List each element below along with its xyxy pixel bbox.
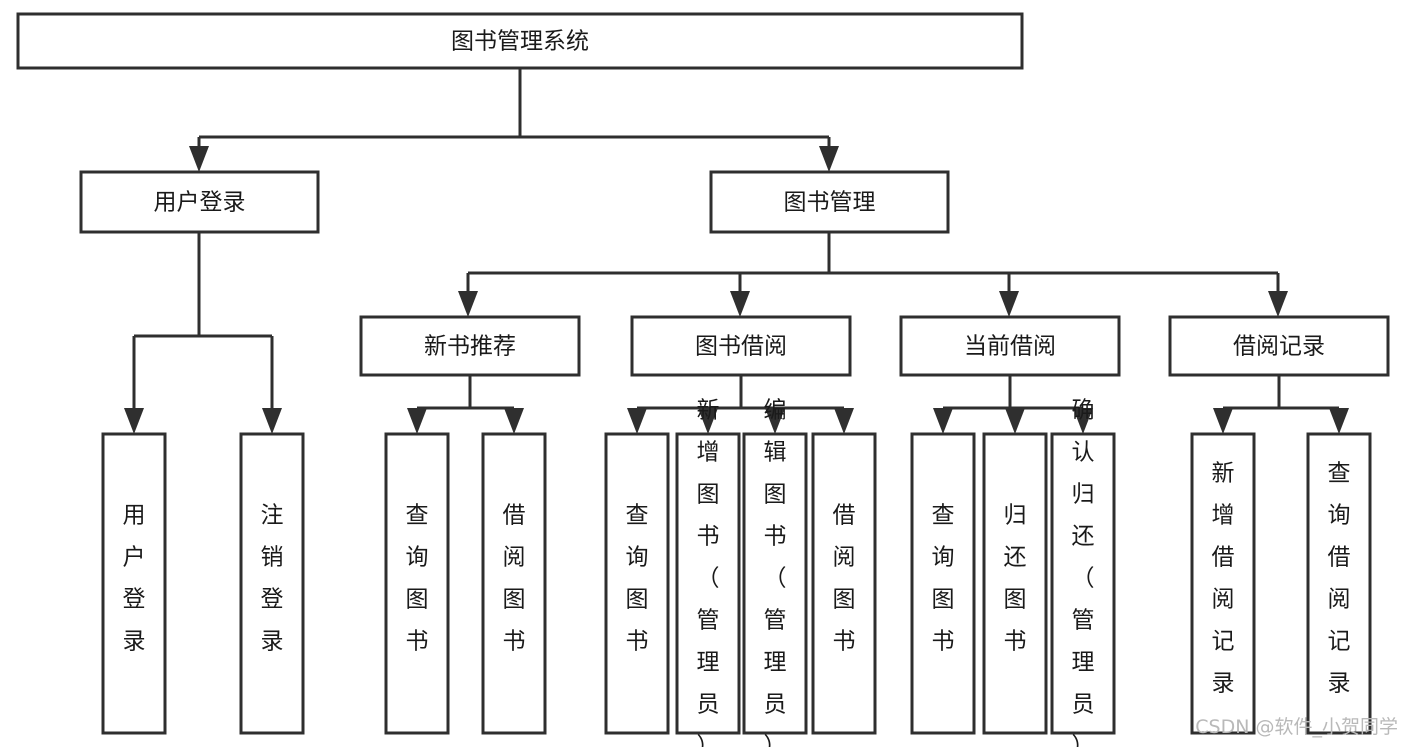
node-label: 新书推荐	[424, 334, 516, 360]
connector-layer	[124, 68, 1349, 434]
node-label: 用户登录	[154, 190, 246, 216]
node-box[interactable]	[239, 432, 305, 735]
arrow-head-icon	[124, 408, 144, 434]
node-user-login[interactable]: 用户登录	[79, 170, 320, 234]
arrow-head-icon	[765, 408, 785, 434]
node-box[interactable]	[630, 315, 852, 377]
node-new-book-recommend[interactable]: 新书推荐	[359, 315, 581, 377]
node-box[interactable]	[604, 432, 670, 735]
node-current-borrow[interactable]: 当前借阅	[899, 315, 1121, 377]
arrow-head-icon	[627, 408, 647, 434]
node-box[interactable]	[1050, 432, 1116, 735]
node-leaf-user-login[interactable]: 用户登录	[101, 432, 167, 735]
arrow-head-icon	[1073, 408, 1093, 434]
watermark-label: CSDN @软件_小贺同学	[1195, 716, 1398, 738]
arrow-head-icon	[504, 408, 524, 434]
node-box[interactable]	[384, 432, 450, 735]
node-box[interactable]	[910, 432, 976, 735]
node-leaf-edit-book[interactable]: 编辑图书（管理员）	[742, 398, 808, 747]
node-box[interactable]	[16, 12, 1024, 70]
node-leaf-confirm-return[interactable]: 确认归还（管理员）	[1050, 398, 1116, 747]
node-label: 图书借阅	[695, 334, 787, 360]
node-label: 新增图书（管理员）	[697, 398, 720, 747]
connector-conn-userlogin-trunk	[124, 232, 282, 434]
node-label: 归还图书	[1004, 503, 1027, 655]
node-leaf-borrow-book-rec[interactable]: 借阅图书	[481, 432, 547, 735]
node-label: 新增借阅记录	[1212, 461, 1235, 697]
node-label: 图书管理	[784, 190, 876, 216]
arrow-head-icon	[999, 291, 1019, 317]
node-leaf-add-record[interactable]: 新增借阅记录	[1190, 432, 1256, 735]
node-label: 用户登录	[123, 503, 146, 655]
node-label: 借阅图书	[503, 503, 526, 655]
node-label: 编辑图书（管理员）	[764, 398, 787, 747]
node-box[interactable]	[359, 315, 581, 377]
node-box[interactable]	[1306, 432, 1372, 735]
node-label: 图书管理系统	[451, 29, 589, 55]
arrow-head-icon	[834, 408, 854, 434]
arrow-head-icon	[698, 408, 718, 434]
arrow-head-icon	[1329, 408, 1349, 434]
node-leaf-query-book-cur[interactable]: 查询图书	[910, 432, 976, 735]
node-leaf-query-book-rec[interactable]: 查询图书	[384, 432, 450, 735]
arrow-head-icon	[819, 146, 839, 172]
node-leaf-query-record[interactable]: 查询借阅记录	[1306, 432, 1372, 735]
node-root[interactable]: 图书管理系统	[16, 12, 1024, 70]
arrow-head-icon	[262, 408, 282, 434]
connector-conn-currentborrow-trunk	[933, 375, 1093, 434]
node-label: 当前借阅	[964, 334, 1056, 360]
node-box[interactable]	[742, 432, 808, 735]
arrow-head-icon	[407, 408, 427, 434]
connector-conn-borrowrecord-trunk	[1213, 375, 1349, 434]
node-box[interactable]	[811, 432, 877, 735]
node-leaf-query-book-borrow[interactable]: 查询图书	[604, 432, 670, 735]
node-leaf-logout[interactable]: 注销登录	[239, 432, 305, 735]
node-book-borrow[interactable]: 图书借阅	[630, 315, 852, 377]
connector-conn-bookborrow-trunk	[627, 375, 854, 434]
node-leaf-return-book[interactable]: 归还图书	[982, 432, 1048, 735]
node-box[interactable]	[481, 432, 547, 735]
connector-conn-bookmanage-trunk	[458, 232, 1288, 317]
arrow-head-icon	[1213, 408, 1233, 434]
node-box[interactable]	[79, 170, 320, 234]
node-box[interactable]	[899, 315, 1121, 377]
node-layer: 图书管理系统用户登录图书管理新书推荐图书借阅当前借阅借阅记录用户登录注销登录查询…	[16, 12, 1390, 747]
node-box[interactable]	[982, 432, 1048, 735]
connector-conn-newbook-trunk	[407, 375, 524, 434]
arrow-head-icon	[1268, 291, 1288, 317]
node-box[interactable]	[709, 170, 950, 234]
node-box[interactable]	[1190, 432, 1256, 735]
node-label: 查询图书	[932, 503, 955, 655]
node-label: 查询图书	[626, 503, 649, 655]
node-label: 借阅图书	[833, 503, 856, 655]
node-borrow-record[interactable]: 借阅记录	[1168, 315, 1390, 377]
node-book-manage[interactable]: 图书管理	[709, 170, 950, 234]
node-label: 注销登录	[261, 503, 284, 655]
node-leaf-add-book[interactable]: 新增图书（管理员）	[675, 398, 741, 747]
arrow-head-icon	[1005, 408, 1025, 434]
node-label: 借阅记录	[1233, 334, 1325, 360]
connector-conn-root-trunk	[189, 68, 839, 172]
node-leaf-borrow-book[interactable]: 借阅图书	[811, 432, 877, 735]
node-label: 确认归还（管理员）	[1072, 398, 1095, 747]
arrow-head-icon	[458, 291, 478, 317]
node-box[interactable]	[101, 432, 167, 735]
node-label: 查询借阅记录	[1328, 461, 1351, 697]
node-box[interactable]	[675, 432, 741, 735]
arrow-head-icon	[730, 291, 750, 317]
arrow-head-icon	[189, 146, 209, 172]
node-label: 查询图书	[406, 503, 429, 655]
arrow-head-icon	[933, 408, 953, 434]
node-box[interactable]	[1168, 315, 1390, 377]
